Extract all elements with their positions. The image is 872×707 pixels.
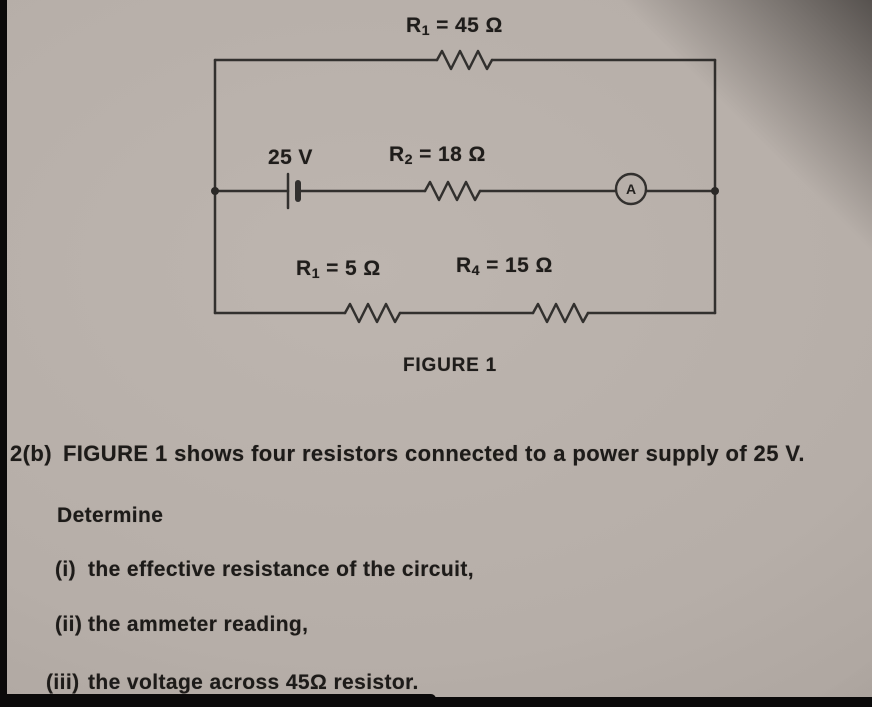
resistor-label-bottom-right: R4 = 15 Ω [456, 254, 553, 279]
resistor-value: = 18 Ω [412, 143, 486, 166]
resistor-label-top: R1 = 45 Ω [406, 14, 503, 39]
bottom-black-edge [0, 697, 872, 707]
resistor-name: R [406, 14, 422, 37]
ammeter-label: A [626, 181, 636, 197]
question-determine: Determine [57, 504, 164, 527]
resistor-value: = 45 Ω [429, 14, 503, 37]
figure-caption: FIGURE 1 [403, 355, 498, 376]
item-text: the effective resistance of the circuit, [88, 558, 474, 581]
question-item-iii: (iii) the voltage across 45Ω resistor. [46, 671, 419, 695]
item-text: the voltage across 45Ω resistor. [88, 671, 419, 694]
question-item-i: (i) the effective resistance of the circu… [55, 558, 474, 582]
question-intro-line: 2(b) FIGURE 1 shows four resistors connec… [10, 441, 805, 467]
circuit-figure: A R1 = 45 Ω 25 V R2 = 18 Ω R1 = 5 Ω R4 =… [211, 14, 719, 376]
resistor-18-symbol [423, 180, 482, 202]
item-label: (ii) [55, 613, 83, 636]
resistor-value: = 5 Ω [319, 257, 381, 280]
resistor-subscript: 1 [421, 23, 430, 40]
resistor-subscript: 1 [311, 266, 320, 283]
resistor-5-symbol [343, 302, 402, 324]
resistor-name: R [296, 257, 312, 280]
item-label: (i) [55, 558, 77, 581]
bottom-left-black-edge [0, 694, 436, 707]
resistor-name: R [389, 143, 405, 166]
item-text: the ammeter reading, [88, 613, 309, 636]
question-number: 2(b) [10, 441, 52, 466]
resistor-subscript: 4 [471, 263, 480, 280]
resistor-label-middle: R2 = 18 Ω [389, 143, 486, 168]
node-dot-right [711, 187, 719, 195]
resistor-label-bottom-left: R1 = 5 Ω [296, 257, 381, 282]
node-dot-left [211, 187, 219, 195]
resistor-15-symbol [531, 302, 590, 324]
resistor-name: R [456, 254, 472, 277]
question-item-ii: (ii)the ammeter reading, [55, 613, 308, 637]
resistor-subscript: 2 [404, 152, 413, 169]
question-intro-text: FIGURE 1 shows four resistors connected … [62, 441, 805, 466]
battery-voltage-label: 25 V [268, 146, 313, 169]
item-label: (iii) [46, 671, 80, 694]
resistor-value: = 15 Ω [479, 254, 553, 277]
resistor-45-symbol [435, 49, 494, 71]
left-black-edge [0, 0, 7, 707]
